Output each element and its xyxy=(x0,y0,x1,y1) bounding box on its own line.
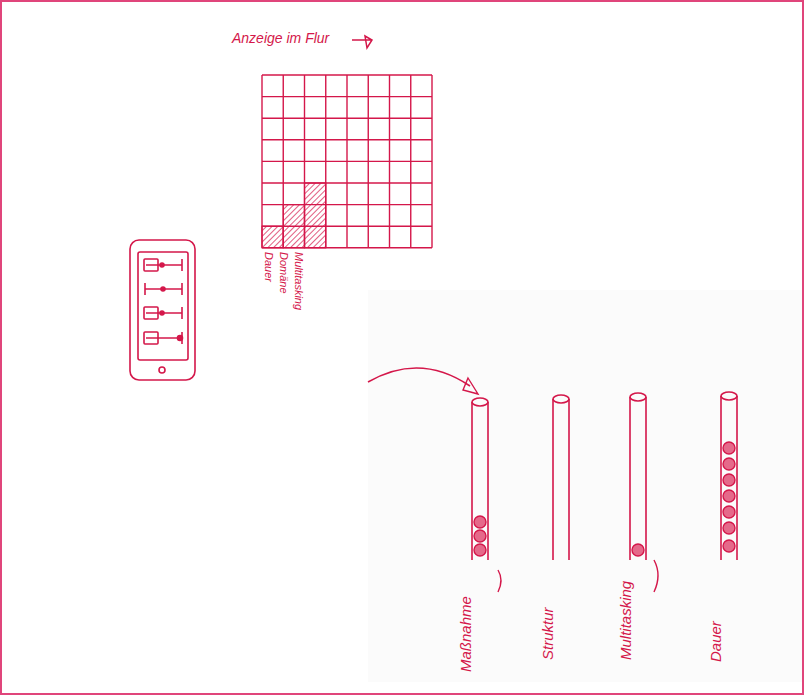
tube-opening xyxy=(630,393,646,401)
grid-line xyxy=(262,182,432,183)
hatched-bar xyxy=(283,205,304,248)
axis-label: Multitasking xyxy=(293,252,305,310)
tube xyxy=(630,397,646,560)
axis-label: Struktur xyxy=(540,607,557,660)
grid-line xyxy=(389,75,390,248)
ball xyxy=(474,516,486,528)
insert-arrow xyxy=(368,368,470,386)
arrow-head xyxy=(463,378,478,394)
tube-opening xyxy=(553,395,569,403)
tube-opening xyxy=(472,398,488,406)
bracket xyxy=(654,560,658,592)
grid-line xyxy=(410,75,411,248)
hatched-bar xyxy=(305,183,326,248)
tube xyxy=(553,399,569,560)
ball xyxy=(474,530,486,542)
axis-label: Dauer xyxy=(708,621,725,662)
ball xyxy=(723,522,735,534)
ball xyxy=(723,506,735,518)
ball xyxy=(474,544,486,556)
grid-line xyxy=(262,161,432,162)
axis-label: Dauer xyxy=(263,252,275,282)
tube-opening xyxy=(721,392,737,400)
grid-line xyxy=(431,75,432,248)
display-grid xyxy=(262,75,432,248)
axis-label: Maßnahme xyxy=(458,596,475,672)
pointer-arrow xyxy=(352,36,372,48)
ball xyxy=(723,474,735,486)
tubes xyxy=(472,392,737,560)
phone-sketch xyxy=(130,240,195,380)
ball xyxy=(723,490,735,502)
photo-panel xyxy=(368,290,802,682)
ball xyxy=(723,442,735,454)
tube xyxy=(721,396,737,560)
sketch-note: Anzeige im Flur xyxy=(232,31,329,46)
ball xyxy=(723,458,735,470)
bracket xyxy=(498,570,501,592)
ball xyxy=(632,544,644,556)
hatched-bar xyxy=(262,226,283,248)
tube xyxy=(472,402,488,560)
ball xyxy=(723,540,735,552)
axis-label: Multitasking xyxy=(618,581,635,660)
axis-label: Domäne xyxy=(278,252,290,294)
grid-line xyxy=(368,75,369,248)
